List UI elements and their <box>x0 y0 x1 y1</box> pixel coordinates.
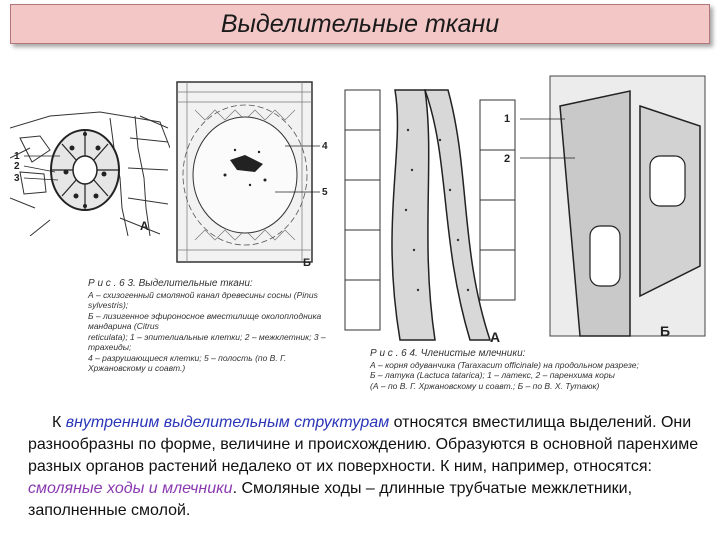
body-paragraph: К внутренним выделительным структурам от… <box>28 412 708 522</box>
label-63-5: 5 <box>322 187 328 198</box>
figure-64-line: (А – по В. Г. Хржановскому и соавт.; Б –… <box>370 380 600 391</box>
page-title: Выделительные ткани <box>220 9 500 38</box>
text-segment: К <box>52 414 66 431</box>
label-63-B: Б <box>303 257 311 269</box>
figure-63-line: Б – лизигенное эфироносное вместилище ок… <box>88 310 322 332</box>
figure-64-caption: Р и с . 6 4. Членистые млечники: А – кор… <box>370 348 700 391</box>
figure-63-heading: Р и с . 6 3. Выделительные ткани: <box>88 278 253 289</box>
figure-63-line: А – схизогенный смоляной канал древесины… <box>88 289 318 311</box>
figure-63-line: 4 – разрушающиеся клетки; 5 – полость (п… <box>88 352 287 374</box>
label-63-4: 4 <box>322 141 328 152</box>
figure-63-line: reticulata); 1 – эпителиальные клетки; 2… <box>88 331 326 353</box>
label-63-3: 3 <box>14 173 20 184</box>
title-banner: Выделительные ткани <box>10 4 710 44</box>
figure-63a-illustration: 1 2 3 А <box>10 111 170 236</box>
label-64-1: 1 <box>504 113 510 125</box>
figure-64a-illustration: А <box>344 89 516 345</box>
label-64-2: 2 <box>504 153 510 165</box>
label-63-2: 2 <box>14 161 20 172</box>
figure-63-caption: Р и с . 6 3. Выделительные ткани: А – сх… <box>88 278 338 374</box>
figure-63b-illustration: 4 5 Б <box>176 81 328 269</box>
figure-64-callouts: 1 2 <box>504 113 510 165</box>
highlight-resin-ducts: смоляные ходы и млечники <box>28 480 233 497</box>
label-64-B: Б <box>660 323 670 339</box>
highlight-internal-structures: внутренним выделительным структурам <box>65 414 390 431</box>
label-64-A: А <box>490 329 500 345</box>
figure-64-heading: Р и с . 6 4. Членистые млечники: <box>370 348 526 359</box>
text-segment: относятся вместилища выделений. Они разн… <box>28 414 699 475</box>
label-63-1: 1 <box>14 151 20 162</box>
figure-64-line: А – корня одуванчика (Taraxacum officina… <box>370 359 639 370</box>
figure-64b-illustration: Б <box>520 75 706 339</box>
text-segment: . Смоляные ходы – длинные трубчатые межк… <box>28 480 633 519</box>
label-63-A: А <box>140 219 149 233</box>
figure-64-line: Б – латука (Lactuca tatarica); 1 – латек… <box>370 370 615 380</box>
